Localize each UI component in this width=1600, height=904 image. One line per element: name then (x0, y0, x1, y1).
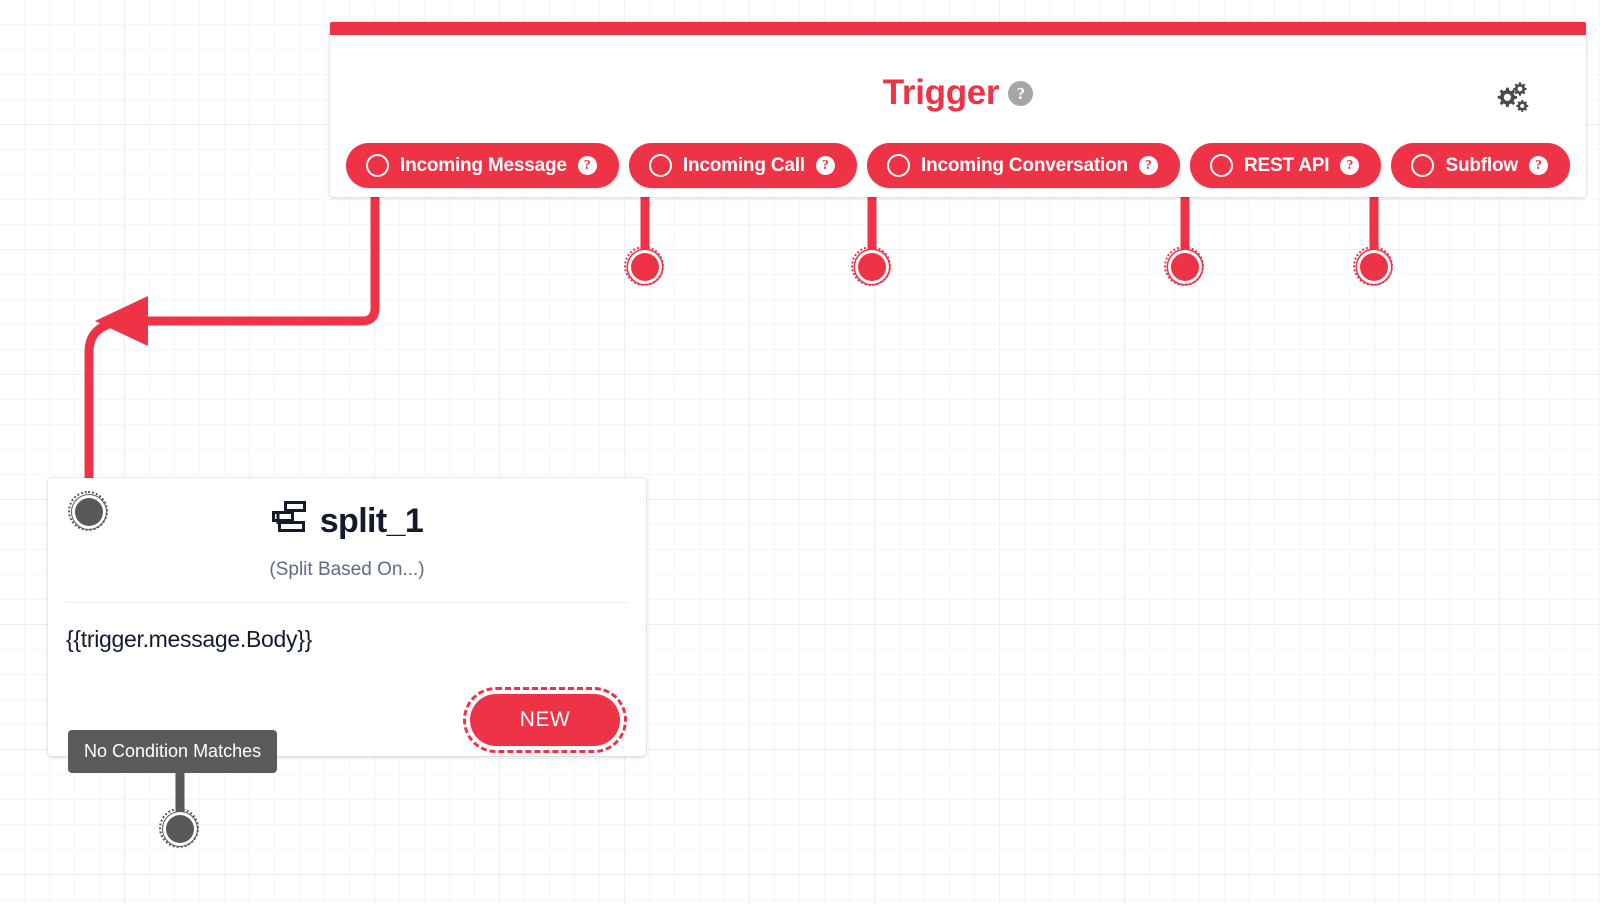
connector-dot-rest-api[interactable] (1164, 246, 1204, 286)
trigger-pill-label: Incoming Call (682, 154, 805, 176)
connector-dot-incoming-conversation[interactable] (851, 246, 891, 286)
split-rows-icon (271, 500, 307, 543)
help-icon[interactable]: ? (1340, 156, 1360, 175)
trigger-pill-incoming-message[interactable]: Incoming Message ? (346, 143, 619, 188)
trigger-panel[interactable]: Trigger ? Inc (330, 22, 1586, 197)
radio-icon[interactable] (366, 154, 389, 177)
help-icon[interactable]: ? (1528, 156, 1548, 175)
help-icon[interactable]: ? (1138, 156, 1158, 175)
trigger-pill-label: Incoming Conversation (920, 154, 1128, 176)
split-node-card[interactable]: split_1 (Split Based On...) {{trigger.me… (48, 478, 646, 756)
connector-dot-incoming-call[interactable] (624, 246, 664, 286)
trigger-pill-label: Incoming Message (400, 154, 567, 176)
help-icon[interactable]: ? (1008, 80, 1034, 106)
connector-dot-split-input[interactable] (68, 491, 108, 531)
trigger-pill-row: Incoming Message ? Incoming Call ? Incom… (346, 143, 1570, 188)
wire-arrowhead (95, 296, 148, 346)
split-node-subtitle: (Split Based On...) (269, 559, 425, 580)
connector-dot-subflow[interactable] (1353, 246, 1393, 286)
gear-icon[interactable] (1491, 80, 1531, 118)
radio-icon[interactable] (648, 154, 672, 177)
split-node-header: split_1 (48, 500, 646, 543)
no-condition-matches-label: No Condition Matches (68, 730, 278, 773)
radio-icon[interactable] (886, 154, 910, 177)
page-title: Trigger (882, 73, 1000, 112)
trigger-panel-title: Trigger ? (330, 73, 1586, 113)
trigger-pill-incoming-conversation[interactable]: Incoming Conversation ? (866, 143, 1180, 188)
trigger-pill-label: REST API (1244, 154, 1330, 176)
trigger-pill-label: Subflow (1445, 154, 1518, 176)
wire-elbow-down-to-split (84, 316, 133, 500)
trigger-pill-subflow[interactable]: Subflow ? (1391, 143, 1570, 188)
wire-incoming-message-to-split (140, 180, 380, 326)
radio-icon[interactable] (1411, 154, 1435, 177)
card-divider (66, 602, 628, 603)
trigger-pill-incoming-call[interactable]: Incoming Call ? (628, 143, 857, 188)
help-icon[interactable]: ? (815, 156, 835, 175)
connector-dot-no-condition-matches[interactable] (159, 808, 199, 848)
trigger-panel-accent-bar (330, 22, 1586, 35)
split-node-expression: {{trigger.message.Body}} (66, 626, 312, 652)
new-transition-button[interactable]: NEW (470, 694, 620, 746)
split-node-title: split_1 (319, 502, 424, 540)
radio-icon[interactable] (1210, 154, 1234, 177)
new-transition-dashed-outline (463, 687, 627, 753)
trigger-pill-rest-api[interactable]: REST API ? (1190, 143, 1382, 188)
trigger-panel-body: Trigger ? Inc (330, 35, 1586, 197)
help-icon[interactable]: ? (577, 156, 597, 175)
